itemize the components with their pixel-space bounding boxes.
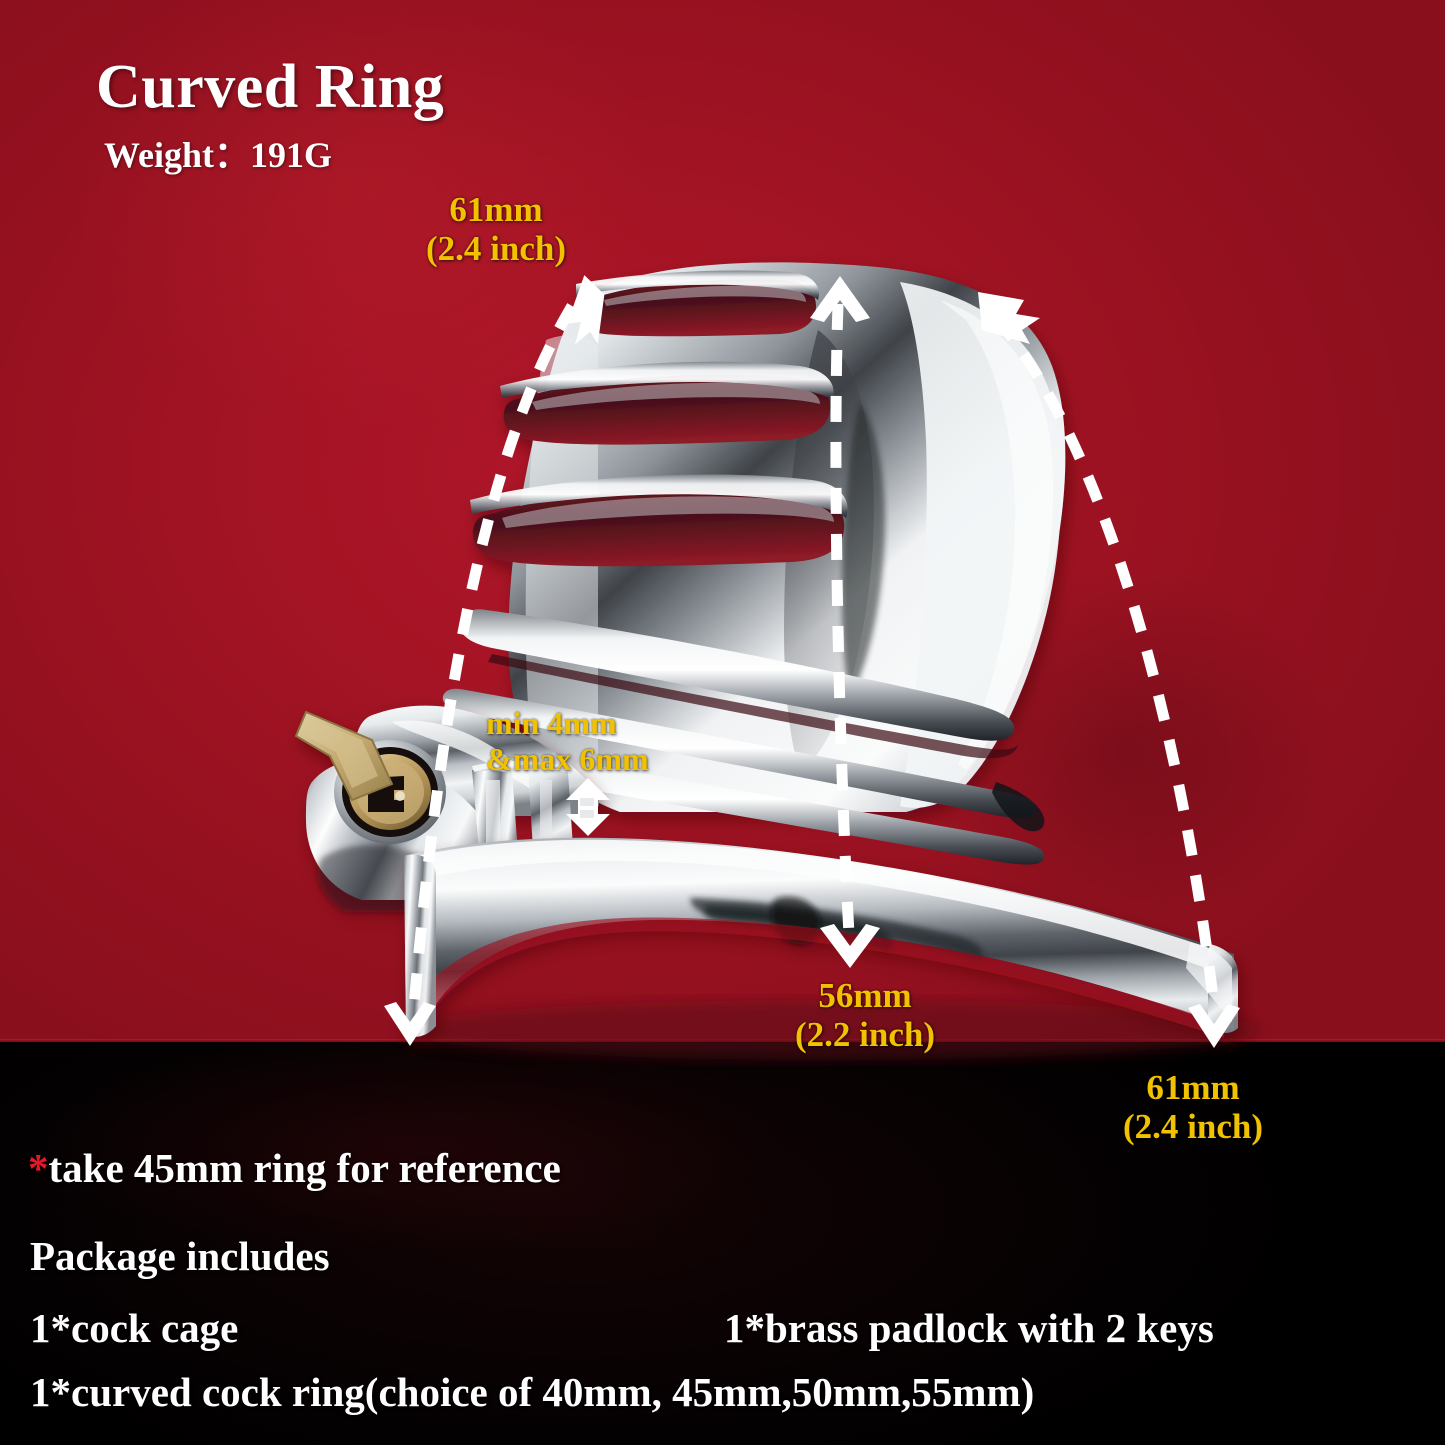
dimension-mm: 61mm — [449, 190, 543, 229]
asterisk-marker: * — [28, 1145, 49, 1191]
dimension-label-cage-length: 61mm (2.4 inch) — [396, 190, 596, 268]
reference-note: *take 45mm ring for reference — [28, 1144, 561, 1192]
package-item-padlock: 1*brass padlock with 2 keys — [724, 1305, 1214, 1351]
dimension-label-ring-height: 61mm (2.4 inch) — [1088, 1068, 1298, 1146]
package-includes-heading: Package includes — [30, 1233, 330, 1279]
dimension-inch: (2.4 inch) — [426, 229, 566, 269]
reference-note-text: take 45mm ring for reference — [48, 1145, 561, 1191]
page-title: Curved Ring — [96, 53, 445, 121]
package-item-ring: 1*curved cock ring(choice of 40mm, 45mm,… — [30, 1369, 1035, 1415]
dimension-inch: (2.4 inch) — [1123, 1107, 1263, 1147]
dimension-label-cage-height: 56mm (2.2 inch) — [760, 976, 970, 1054]
product-weight: Weight：191G — [104, 135, 333, 175]
dimension-inch: (2.2 inch) — [795, 1015, 935, 1055]
dimension-gap-min: min 4mm — [486, 705, 617, 741]
dimension-label-gap: min 4mm &max 6mm — [486, 705, 692, 778]
black-background-panel — [0, 1042, 1445, 1445]
dimension-mm: 56mm — [818, 976, 912, 1015]
package-item-cage: 1*cock cage — [30, 1305, 239, 1351]
dimension-mm: 61mm — [1146, 1068, 1240, 1107]
dimension-gap-max: &max 6mm — [486, 740, 649, 777]
